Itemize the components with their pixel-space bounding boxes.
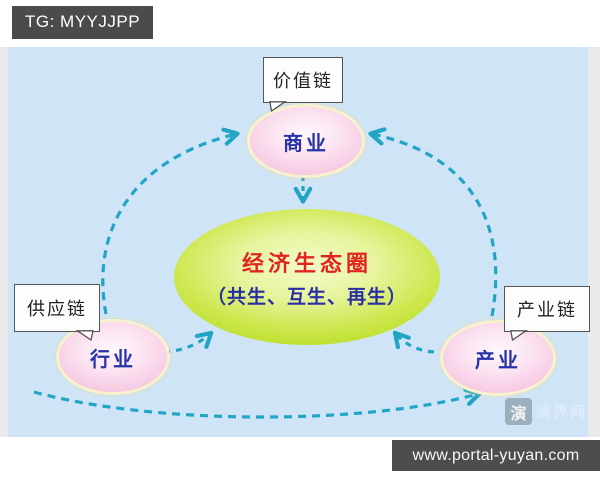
node-business-label: 商业 bbox=[283, 132, 329, 155]
tag-industry-chain-label: 产业链 bbox=[517, 300, 577, 320]
watermark-text: 演界网 bbox=[536, 404, 588, 421]
node-business: 商业 bbox=[247, 104, 365, 178]
tag-supply-chain-fold bbox=[76, 330, 94, 341]
tag-value-chain: 价值链 bbox=[263, 57, 343, 103]
tag-industry-chain-fold bbox=[510, 330, 528, 341]
left-gutter bbox=[0, 47, 8, 437]
core-subtitle: （共生、互生、再生） bbox=[206, 286, 407, 308]
watermark-logo-icon: 演 bbox=[505, 398, 532, 425]
watermark: 演 演界网 bbox=[505, 398, 587, 425]
tag-supply-chain: 供应链 bbox=[14, 284, 100, 332]
node-industry-left: 行业 bbox=[56, 319, 170, 395]
tag-value-chain-label: 价值链 bbox=[273, 71, 333, 91]
node-industry-left-label: 行业 bbox=[90, 348, 136, 371]
footer-url-bar: www.portal-yuyan.com bbox=[392, 440, 600, 471]
node-industry-right-label: 产业 bbox=[475, 349, 521, 372]
telegram-badge: TG: MYYJJPP bbox=[12, 6, 154, 39]
footer-url-text: www.portal-yuyan.com bbox=[412, 446, 580, 464]
tag-value-chain-fold bbox=[269, 101, 287, 112]
node-economic-ecosystem: 经济生态圈 （共生、互生、再生） bbox=[174, 209, 440, 345]
node-industry-right: 产业 bbox=[440, 320, 556, 396]
core-title: 经济生态圈 bbox=[241, 250, 372, 276]
right-gutter bbox=[588, 47, 600, 437]
tag-supply-chain-label: 供应链 bbox=[27, 299, 87, 319]
tag-industry-chain: 产业链 bbox=[504, 286, 590, 332]
